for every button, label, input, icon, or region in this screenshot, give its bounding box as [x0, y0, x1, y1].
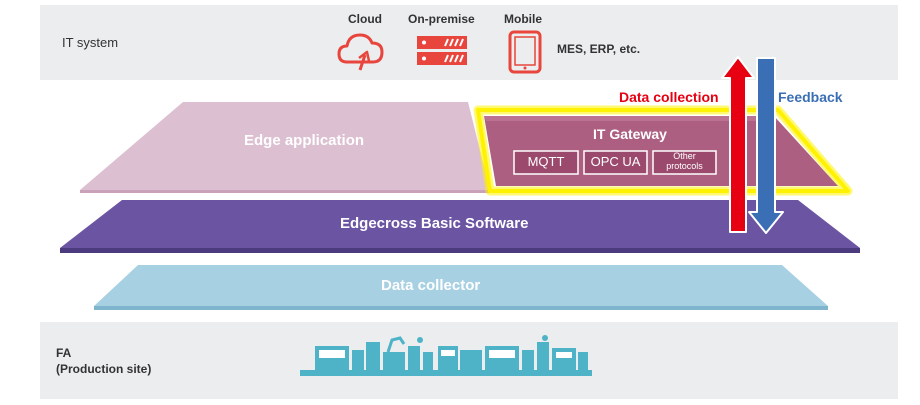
mqtt-box — [513, 150, 579, 175]
basic-software-layer — [60, 200, 860, 248]
mobile-label: Mobile — [504, 12, 542, 26]
edge-application-layer — [80, 102, 490, 190]
it-system-label: IT system — [62, 35, 119, 50]
cloud-label: Cloud — [348, 12, 382, 26]
other-protocols-box — [652, 150, 717, 175]
feedback-arrow — [748, 57, 784, 234]
other-protocols-label-2: protocols — [666, 161, 703, 171]
on-premise-label: On-premise — [408, 12, 475, 26]
data-collection-label: Data collection — [619, 89, 719, 105]
data-collection-arrow — [721, 56, 755, 233]
tablet-icon — [508, 30, 542, 74]
opc-ua-box — [583, 150, 648, 175]
basic-software-label: Edgecross Basic Software — [340, 215, 529, 232]
server-icon — [417, 36, 467, 65]
fa-label: FA — [56, 346, 72, 360]
other-protocols-label-1: Other — [673, 151, 696, 161]
it-gateway-label: IT Gateway — [593, 126, 667, 142]
production-line-icon — [300, 335, 592, 376]
it-system-band — [40, 5, 898, 80]
mes-erp-label: MES, ERP, etc. — [557, 42, 641, 56]
edge-application-label: Edge application — [244, 132, 365, 149]
fa-sublabel: (Production site) — [56, 362, 152, 376]
opc-ua-label: OPC UA — [590, 154, 641, 169]
it-gateway-highlight — [473, 105, 853, 196]
feedback-label: Feedback — [778, 89, 843, 105]
mqtt-label: MQTT — [527, 154, 565, 169]
cloud-icon — [337, 33, 384, 71]
data-collector-label: Data collector — [381, 277, 481, 294]
data-collector-layer — [94, 265, 828, 306]
